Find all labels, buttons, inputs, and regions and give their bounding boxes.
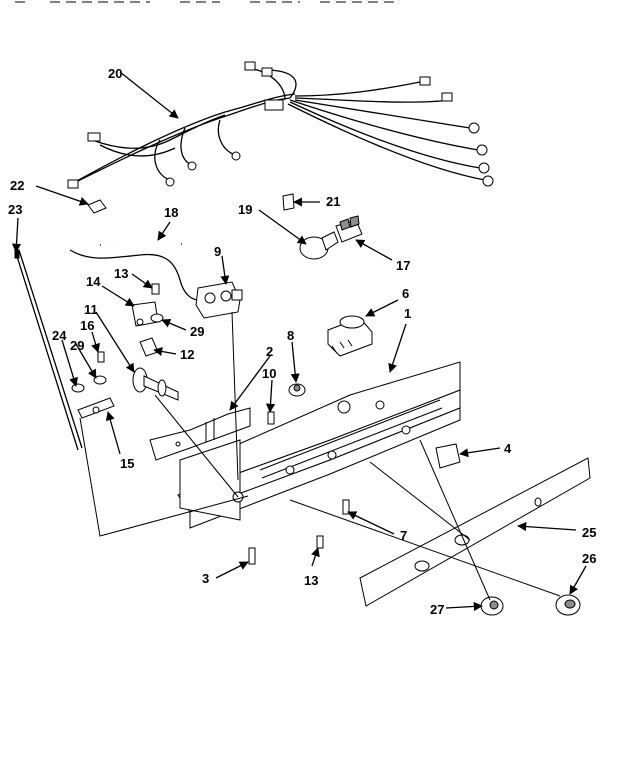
retaining-clip bbox=[139, 337, 159, 357]
leader-lines bbox=[11, 71, 587, 611]
callout-7: 7 bbox=[400, 528, 407, 543]
callout-16: 16 bbox=[80, 318, 94, 333]
screw-left bbox=[97, 351, 105, 363]
callout-19: 19 bbox=[238, 202, 252, 217]
callout-13-top: 13 bbox=[114, 266, 128, 281]
control-clip bbox=[435, 443, 461, 469]
thermostat-knob bbox=[288, 383, 306, 397]
callout-9: 9 bbox=[214, 244, 221, 259]
callout-17: 17 bbox=[396, 258, 410, 273]
callout-29-lower: 29 bbox=[70, 338, 84, 353]
callout-22: 22 bbox=[10, 178, 24, 193]
callout-2: 2 bbox=[266, 344, 273, 359]
light-bulb bbox=[299, 231, 339, 260]
screw-thirteen-lower bbox=[316, 535, 324, 549]
wire-clip bbox=[87, 199, 107, 214]
screw-seven bbox=[342, 499, 350, 515]
callout-13-lower: 13 bbox=[304, 573, 318, 588]
callout-20: 20 bbox=[108, 66, 122, 81]
control-bracket bbox=[149, 407, 251, 461]
control-housing bbox=[177, 361, 461, 529]
callout-26: 26 bbox=[582, 551, 596, 566]
callout-1: 1 bbox=[404, 306, 411, 321]
wiring-harness bbox=[67, 61, 494, 189]
callout-15: 15 bbox=[120, 456, 134, 471]
callout-23: 23 bbox=[8, 202, 22, 217]
screw-center bbox=[267, 411, 275, 425]
callout-labels: 20 22 23 18 19 21 17 9 13 14 29 11 16 12… bbox=[8, 66, 596, 617]
knob-left bbox=[480, 596, 504, 616]
knob-right bbox=[555, 594, 581, 616]
washer-upper bbox=[150, 313, 164, 323]
thermostat-control bbox=[69, 249, 243, 319]
capillary-tube bbox=[99, 239, 183, 246]
callout-25: 25 bbox=[582, 525, 596, 540]
callout-4: 4 bbox=[504, 441, 512, 456]
light-bracket bbox=[282, 193, 295, 211]
callout-3: 3 bbox=[202, 571, 209, 586]
callout-18: 18 bbox=[164, 205, 178, 220]
callout-29-upper: 29 bbox=[190, 324, 204, 339]
washer-left bbox=[93, 375, 107, 385]
callout-10: 10 bbox=[262, 366, 276, 381]
screw-three bbox=[248, 547, 256, 565]
control-shaft bbox=[132, 367, 179, 401]
callout-12: 12 bbox=[180, 347, 194, 362]
front-panel bbox=[359, 457, 591, 607]
callout-8: 8 bbox=[287, 328, 294, 343]
callout-6: 6 bbox=[402, 286, 409, 301]
light-socket bbox=[335, 215, 363, 243]
screw-top bbox=[151, 283, 160, 295]
callout-11: 11 bbox=[84, 302, 98, 317]
pivot-bracket bbox=[77, 397, 115, 419]
callout-24: 24 bbox=[52, 328, 67, 343]
door-switch bbox=[327, 315, 373, 357]
callout-27: 27 bbox=[430, 602, 444, 617]
washer-far-left bbox=[71, 383, 85, 393]
callout-21: 21 bbox=[326, 194, 340, 209]
callout-14: 14 bbox=[86, 274, 101, 289]
